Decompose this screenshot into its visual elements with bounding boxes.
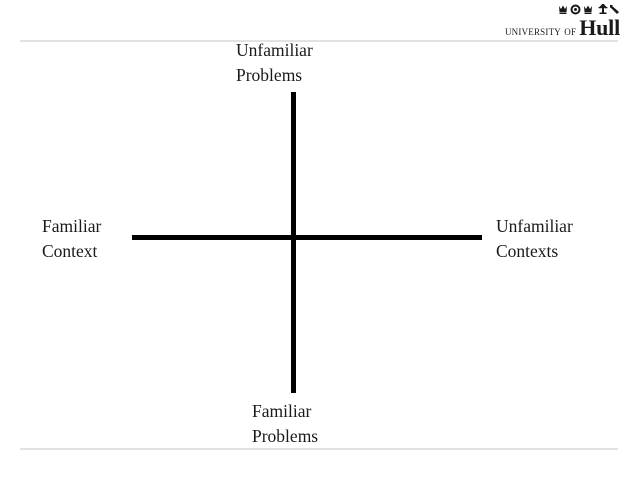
axis-label-bottom: Familiar Problems [252, 401, 319, 446]
logo-university-of-text: University of [504, 24, 577, 38]
axis-label-right: Unfamiliar Contexts [496, 216, 573, 261]
horizontal-axis-line [132, 235, 482, 240]
vertical-axis-line [291, 92, 296, 393]
university-crest-icon [559, 4, 619, 15]
header-divider [20, 40, 618, 42]
axis-label-top: Unfamiliar Problems [236, 40, 313, 85]
axis-label-left: Familiar Context [42, 216, 102, 261]
logo-hull-text: Hull [579, 15, 620, 40]
footer-divider [20, 448, 618, 450]
